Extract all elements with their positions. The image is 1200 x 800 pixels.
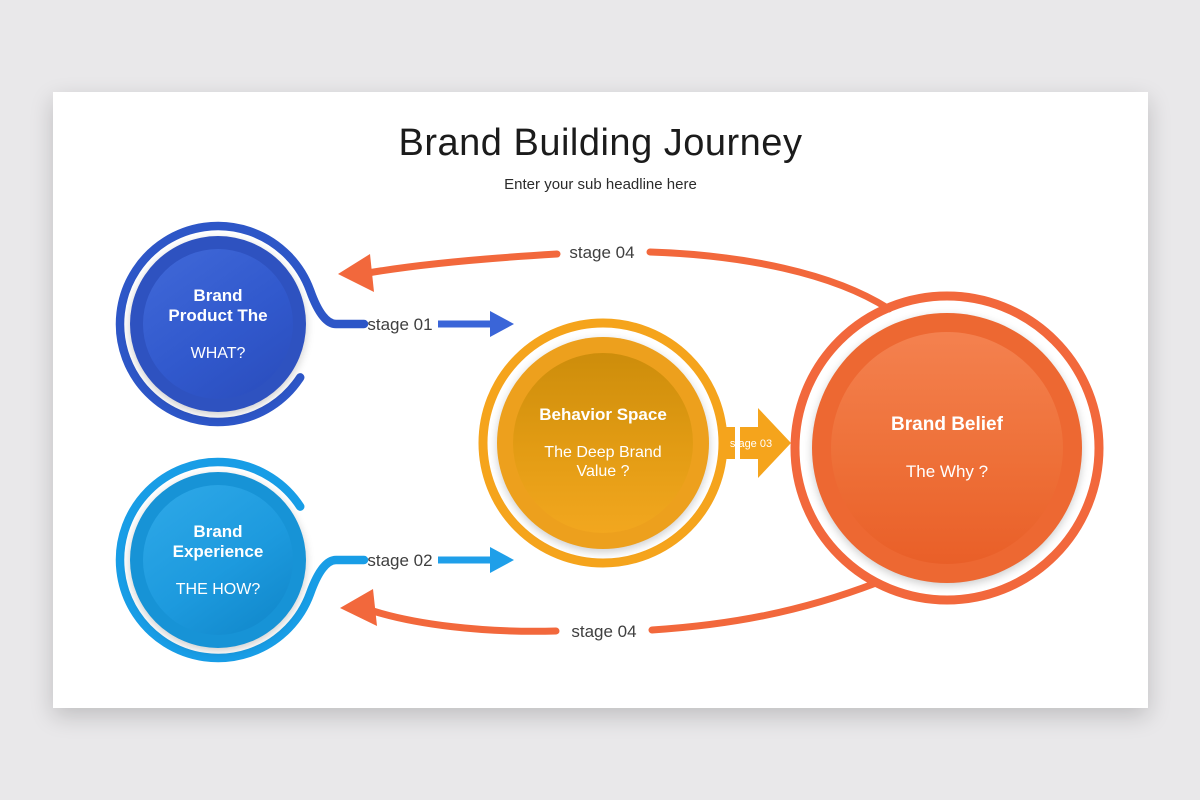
stage-04-top-label: stage 04 <box>569 243 634 262</box>
node-title: Behavior Space <box>539 405 667 425</box>
node-behavior-space-disc <box>513 353 693 533</box>
node-title: Brand Experience <box>173 522 264 562</box>
brand-belief-ring <box>790 291 1104 605</box>
node-brand-experience: Brand Experience THE HOW? <box>130 472 306 648</box>
node-behavior-space-text: Behavior Space The Deep Brand Value ? <box>497 337 709 549</box>
node-title-line1: Behavior Space <box>539 405 667 424</box>
node-title-line2: Experience <box>172 541 264 561</box>
node-title-line1: Brand Belief <box>891 414 1003 435</box>
node-brand-belief: Brand Belief The Why ? <box>812 313 1082 583</box>
stage-04-top-arrowhead-icon <box>338 254 374 292</box>
page-subtitle: Enter your sub headline here <box>504 175 697 193</box>
node-brand-experience-disc <box>143 485 293 635</box>
node-title-line1: Brand <box>193 285 243 305</box>
behavior-space-ring <box>478 318 728 568</box>
stage-02-label: stage 02 <box>367 551 432 570</box>
node-brand-belief-disc <box>831 332 1063 564</box>
brand-product-ring <box>115 221 369 427</box>
stage-03-arrowhead-icon <box>740 408 791 478</box>
node-behavior-space: Behavior Space The Deep Brand Value ? <box>497 337 709 549</box>
stage-04-top-curve-right <box>646 248 893 313</box>
node-question: THE HOW? <box>175 580 261 598</box>
node-brand-product-text: Brand Product The WHAT? <box>130 236 306 412</box>
stage-03-label: stage 03 <box>730 438 772 450</box>
node-question: The Deep Brand Value ? <box>544 444 662 480</box>
stage-04-bottom-curve-left <box>369 607 560 635</box>
node-title-line1: Brand <box>193 521 243 541</box>
node-question: WHAT? <box>190 344 246 362</box>
stage-03-arrow-stub <box>726 427 735 459</box>
node-title-line2: Product The <box>168 305 268 325</box>
node-title: Brand Belief <box>891 415 1003 435</box>
page-title: Brand Building Journey <box>398 122 803 164</box>
node-title: Brand Product The <box>168 286 267 326</box>
stage-04-bottom-curve-right <box>648 579 880 634</box>
slide-canvas: stage 01 stage 02 stage 03 stage 04 stag… <box>53 92 1148 708</box>
node-brand-product-disc <box>143 249 293 399</box>
stage-04-top-curve-left <box>364 250 561 277</box>
stage-04-bottom-label: stage 04 <box>571 622 636 641</box>
node-brand-product: Brand Product The WHAT? <box>130 236 306 412</box>
stage-01-label: stage 01 <box>367 315 432 334</box>
node-brand-belief-text: Brand Belief The Why ? <box>812 313 1082 583</box>
stage-04-bottom-arrowhead-icon <box>340 589 377 626</box>
node-brand-experience-text: Brand Experience THE HOW? <box>130 472 306 648</box>
node-question: The Why ? <box>905 462 989 481</box>
brand-experience-ring <box>115 457 369 663</box>
slide-header: Brand Building Journey Enter your sub he… <box>53 122 1148 193</box>
diagram-svg: stage 01 stage 02 stage 03 stage 04 stag… <box>115 221 1104 663</box>
stage-01-arrowhead-icon <box>490 311 514 337</box>
stage-02-arrowhead-icon <box>490 547 514 573</box>
